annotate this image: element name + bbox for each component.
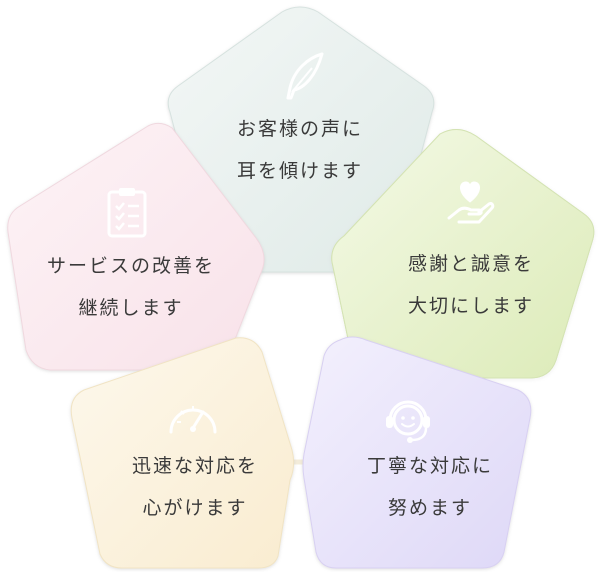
card-improvement-line2: 継続します bbox=[78, 297, 184, 319]
card-bottom-left-shape bbox=[70, 337, 295, 569]
card-gratitude-label: 感謝と誠意を 大切にします bbox=[340, 243, 599, 327]
heart-in-hand-icon bbox=[447, 181, 495, 224]
card-improvement-line1: サービスの改善を bbox=[46, 255, 215, 277]
card-bottom-right-shape bbox=[302, 336, 532, 569]
support-headset-icon bbox=[386, 400, 430, 443]
card-prompt-response-label: 迅速な対応を 心がけます bbox=[60, 445, 330, 529]
quill-pen-icon bbox=[286, 52, 324, 100]
card-listen-line2: 耳を傾けます bbox=[236, 160, 363, 182]
card-gratitude-line1: 感謝と誠意を bbox=[407, 253, 534, 275]
card-courteous-service-line1: 丁寧な対応に bbox=[366, 455, 493, 477]
card-prompt-response-line2: 心がけます bbox=[142, 497, 248, 519]
clipboard-checklist-icon bbox=[107, 188, 147, 238]
card-courteous-service-label: 丁寧な対応に 努めます bbox=[295, 445, 565, 529]
card-improvement-label: サービスの改善を 継続します bbox=[0, 245, 262, 329]
card-gratitude-line2: 大切にします bbox=[407, 295, 534, 317]
card-right-fill bbox=[331, 129, 595, 379]
card-listen-line1: お客様の声に bbox=[236, 118, 363, 140]
card-courteous-service-line2: 努めます bbox=[387, 497, 472, 519]
card-prompt-response-line1: 迅速な対応を bbox=[131, 455, 258, 477]
speedometer-icon bbox=[169, 406, 217, 434]
card-listen-label: お客様の声に 耳を傾けます bbox=[165, 108, 435, 192]
